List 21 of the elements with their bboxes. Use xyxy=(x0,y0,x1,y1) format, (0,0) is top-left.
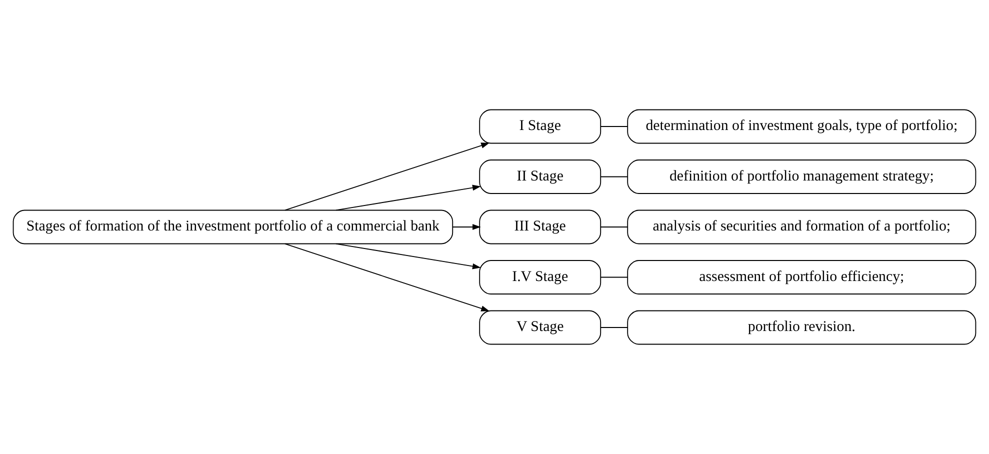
node-box: analysis of securities and formation of a portfolio; xyxy=(627,210,976,244)
arrow xyxy=(452,224,481,230)
arrow xyxy=(336,243,481,270)
arrow xyxy=(284,142,490,211)
node-box: definition of portfolio management strategy; xyxy=(627,160,976,194)
connector xyxy=(600,276,628,278)
connector xyxy=(600,176,628,178)
node-box: assessment of portfolio efficiency; xyxy=(627,260,976,294)
node-box: I.V Stage xyxy=(479,260,602,294)
arrow xyxy=(284,243,490,312)
node-box: V Stage xyxy=(479,310,602,345)
node-box: III Stage xyxy=(479,210,602,244)
connector xyxy=(600,126,628,127)
connector xyxy=(600,226,628,228)
node-box: Stages of formation of the investment portfolio of a commercial bank xyxy=(12,210,454,244)
node-box: II Stage xyxy=(479,160,602,194)
node-box: I Stage xyxy=(479,109,602,144)
node-box: portfolio revision. xyxy=(627,310,976,345)
arrow xyxy=(336,184,481,211)
connector xyxy=(600,327,628,328)
node-box: determination of investment goals, type of portfolio; xyxy=(627,109,976,144)
